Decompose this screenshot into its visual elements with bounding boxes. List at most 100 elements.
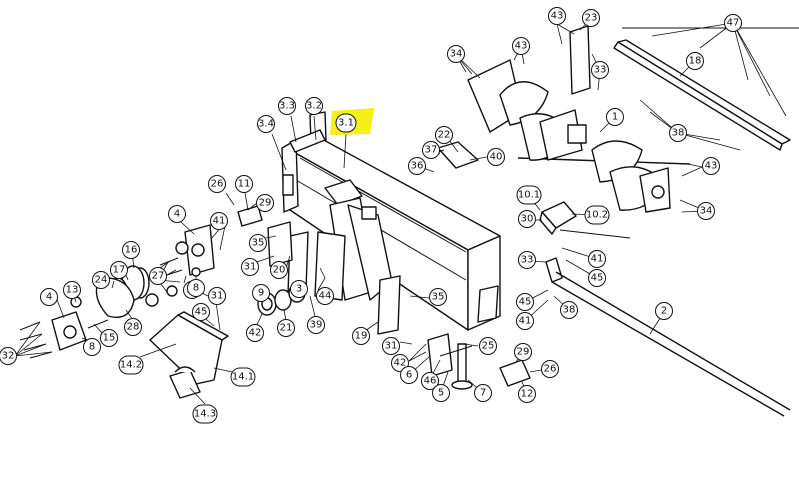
callout-label: 23 [585, 13, 598, 24]
callout-bubble [122, 241, 140, 259]
callout-32: 32 [0, 347, 17, 365]
callout-label: 7 [480, 388, 486, 399]
scraper-bar [613, 27, 799, 151]
callout-bubble [588, 250, 606, 268]
callout-label: 5 [438, 388, 444, 399]
callout-label: 41 [591, 254, 604, 265]
callout-21: 21 [277, 319, 295, 337]
callout-label: 46 [424, 376, 437, 387]
callout-19: 19 [352, 327, 370, 345]
callout-label: 33 [521, 255, 534, 266]
callout-35: 35 [249, 234, 267, 252]
callout-bubble [606, 108, 624, 126]
callout-41: 41 [210, 212, 228, 230]
callout-8: 8 [187, 279, 205, 297]
callout-26: 26 [208, 175, 226, 193]
callout-label: 3 [296, 284, 302, 295]
callout-42: 42 [246, 324, 264, 342]
callout-bubble [92, 271, 110, 289]
callout-3-1: 3.1 [330, 108, 374, 135]
callout-label: 33 [594, 65, 607, 76]
callout-label: 11 [238, 179, 251, 190]
callout-31: 31 [208, 287, 226, 305]
callout-3-3: 3.3 [278, 97, 296, 115]
callout-bubble [516, 293, 534, 311]
callout-11: 11 [235, 175, 253, 193]
callout-10-2: 10.2 [584, 205, 610, 225]
callout-30: 30 [518, 210, 536, 228]
callouts: 3.13.23.33.42611294411617353120241310827… [0, 7, 742, 424]
callout-33: 33 [518, 251, 536, 269]
callout-bubble [40, 288, 58, 306]
callout-label: 38 [672, 128, 685, 139]
callout-14-1: 14.1 [230, 367, 256, 387]
callout-12: 12 [518, 385, 536, 403]
callout-bubble [100, 329, 118, 347]
callout-label: 35 [432, 292, 445, 303]
callout-bubble [149, 267, 167, 285]
shave-plate [539, 201, 577, 235]
callout-20: 20 [270, 261, 288, 279]
callout-label: 17 [113, 265, 126, 276]
callout-bubble [252, 284, 270, 302]
callout-label: 15 [103, 333, 116, 344]
callout-label: 20 [273, 265, 286, 276]
callout-bubble [382, 337, 400, 355]
callout-label: 10.1 [518, 190, 540, 201]
callout-24: 24 [92, 271, 110, 289]
callout-bubble [187, 279, 205, 297]
callout-25: 25 [479, 337, 497, 355]
callout-label: 42 [249, 328, 262, 339]
callout-label: 47 [727, 18, 740, 29]
callout-bubble [518, 251, 536, 269]
callout-label: 9 [258, 288, 264, 299]
callout-bubble [257, 115, 275, 133]
callout-bubble [192, 404, 218, 424]
callout-bubble [421, 372, 439, 390]
callout-bubble [479, 337, 497, 355]
callout-38: 38 [669, 124, 687, 142]
callout-4: 4 [168, 205, 186, 223]
callout-26: 26 [541, 360, 559, 378]
callout-label: 43 [515, 41, 528, 52]
callout-44: 44 [316, 287, 334, 305]
callout-bubble [278, 97, 296, 115]
callout-label: 34 [450, 49, 463, 60]
callout-17: 17 [110, 261, 128, 279]
callout-37: 37 [422, 141, 440, 159]
callout-bubble [548, 7, 566, 25]
callout-bubble [192, 303, 210, 321]
parts-drawing [19, 25, 799, 417]
chute-rod [545, 229, 791, 417]
callout-bubble [400, 366, 418, 384]
callout-label: 34 [700, 206, 713, 217]
callout-bubble [588, 269, 606, 287]
callout-bubble [702, 157, 720, 175]
callout-47: 47 [724, 14, 742, 32]
callout-bubble [110, 261, 128, 279]
callout-39: 39 [307, 316, 325, 334]
callout-3-2: 3.2 [305, 97, 323, 115]
callout-bubble [669, 124, 687, 142]
callout-3: 3 [290, 280, 308, 298]
callout-14-2: 14.2 [118, 355, 144, 375]
callout-14-3: 14.3 [192, 404, 218, 424]
callout-label: 35 [252, 238, 265, 249]
callout-label: 3.4 [258, 119, 274, 130]
callout-bubble [516, 312, 534, 330]
callout-label: 4 [174, 209, 180, 220]
callout-bubble [686, 52, 704, 70]
callout-label: 29 [259, 198, 272, 209]
callout-8: 8 [83, 338, 101, 356]
callout-label: 8 [89, 342, 95, 353]
callout-bubble [584, 205, 610, 225]
callout-40: 40 [487, 148, 505, 166]
callout-label: 21 [280, 323, 293, 334]
callout-9: 9 [252, 284, 270, 302]
callout-label: 3.2 [306, 101, 322, 112]
drive-parts [19, 205, 293, 359]
callout-1: 1 [606, 108, 624, 126]
callout-bubble [230, 367, 256, 387]
callout-label: 18 [689, 56, 702, 67]
